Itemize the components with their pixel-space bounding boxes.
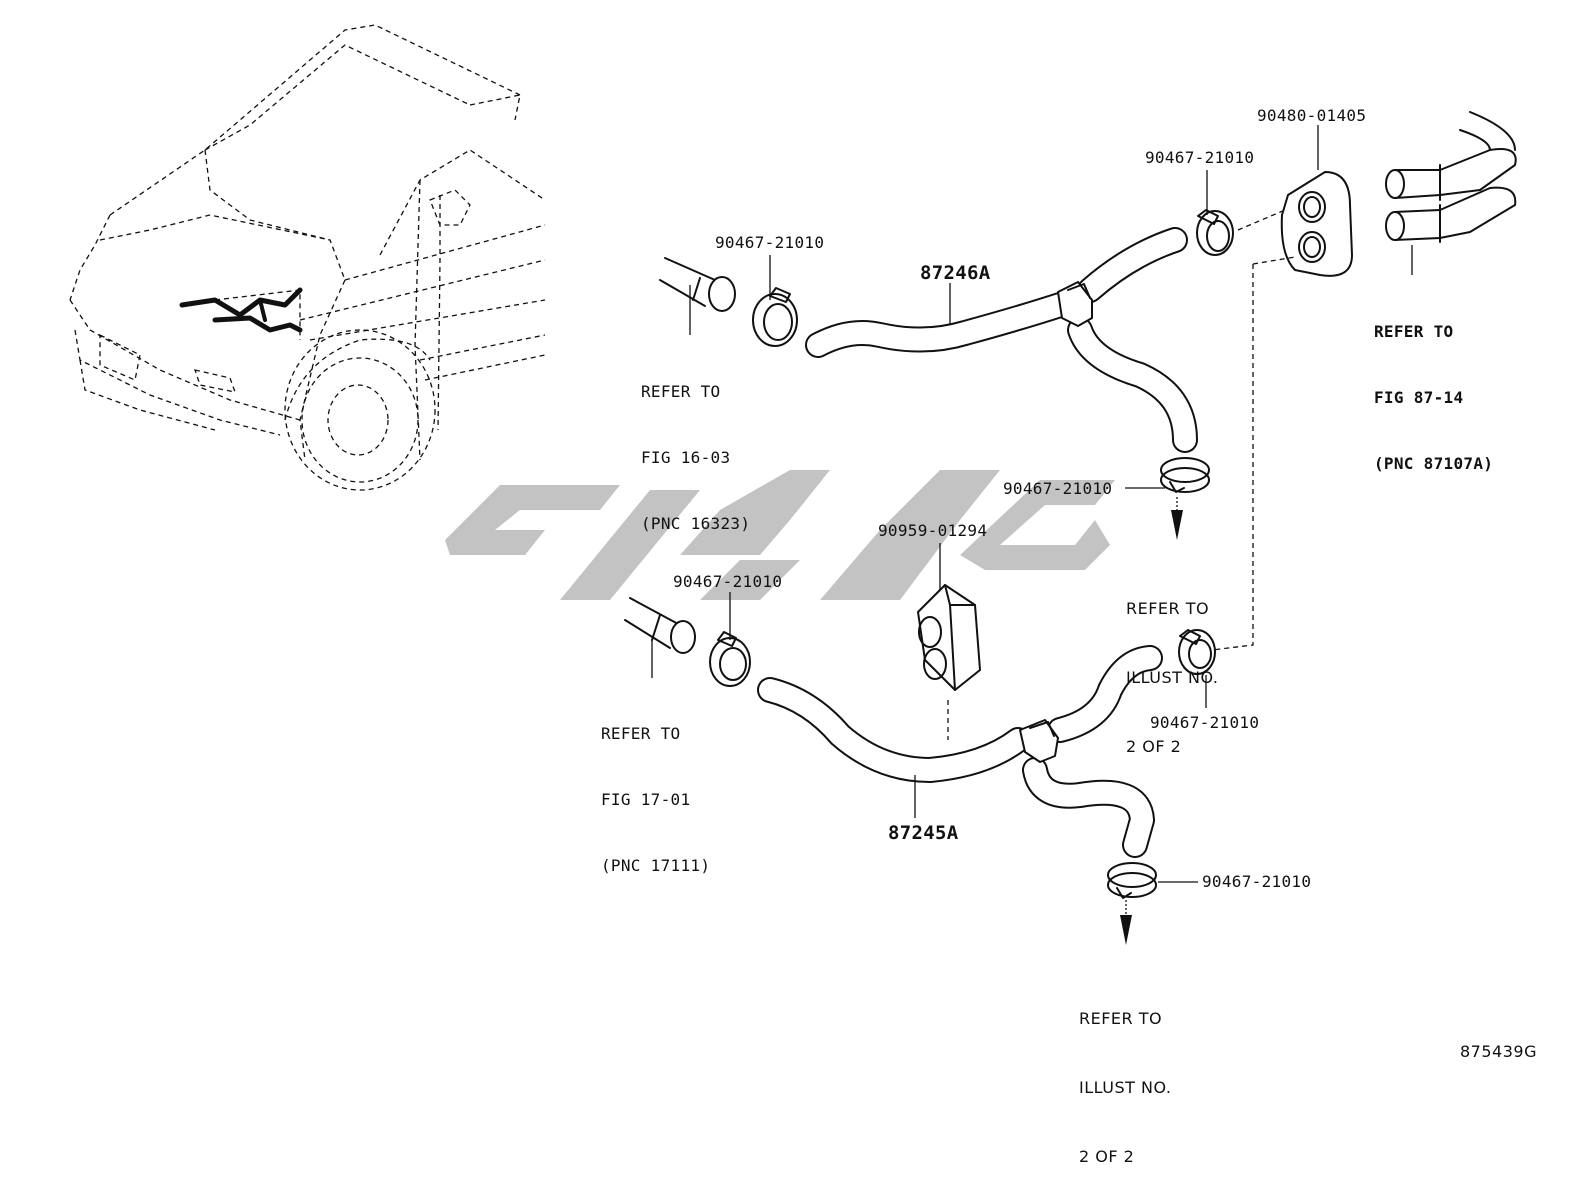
pipe-stub-upper bbox=[659, 257, 736, 312]
reference-line: REFER TO bbox=[1126, 599, 1210, 618]
part-label-hose-upper[interactable]: 87246A bbox=[920, 262, 991, 284]
reference-line: ILLUST NO. bbox=[1126, 668, 1219, 687]
reference-line: 2 OF 2 bbox=[1126, 737, 1182, 756]
reference-fig-16-03[interactable]: REFER TO FIG 16-03 (PNC 16323) bbox=[641, 337, 750, 557]
part-label-clamp[interactable]: 90467-21010 bbox=[1003, 479, 1113, 498]
part-label-clamp[interactable]: 90467-21010 bbox=[673, 572, 783, 591]
reference-line: ILLUST NO. bbox=[1079, 1078, 1172, 1097]
hose-87246A bbox=[805, 227, 1198, 453]
guide-line bbox=[1237, 209, 1286, 231]
part-label-grommet[interactable]: 90480-01405 bbox=[1257, 106, 1367, 125]
clamp-upper-bottom bbox=[1160, 457, 1210, 493]
leader-lines-lower bbox=[651, 592, 1207, 883]
guide-line bbox=[1252, 256, 1296, 265]
reference-line: (PNC 17111) bbox=[601, 856, 711, 875]
reference-fig-17-01[interactable]: REFER TO FIG 17-01 (PNC 17111) bbox=[601, 679, 710, 899]
vehicle-illustration bbox=[69, 24, 546, 491]
reference-illust-upper[interactable]: REFER TO ILLUST NO. 2 OF 2 bbox=[1126, 551, 1218, 781]
hose-diagram-drawing bbox=[69, 24, 1517, 945]
hose-87245A bbox=[757, 645, 1163, 858]
reference-line: FIG 17-01 bbox=[601, 790, 691, 809]
reference-line: REFER TO bbox=[1079, 1009, 1163, 1028]
part-label-clamp[interactable]: 90467-21010 bbox=[1202, 872, 1312, 891]
parts-diagram: 90467-21010 87246A 90467-21010 90480-014… bbox=[69, 24, 1537, 1166]
reference-illust-lower[interactable]: REFER TO ILLUST NO. 2 OF 2 bbox=[1079, 961, 1171, 1191]
grommet-90480-01405 bbox=[1280, 171, 1353, 277]
reference-line: (PNC 16323) bbox=[641, 514, 751, 533]
pipe-stub-lower bbox=[624, 597, 696, 654]
reference-line: REFER TO bbox=[641, 382, 721, 401]
guide-line bbox=[1211, 264, 1254, 651]
clamp-lower-left bbox=[709, 631, 751, 687]
diagram-id: 875439G bbox=[1460, 1042, 1537, 1061]
part-label-clamp[interactable]: 90467-21010 bbox=[1145, 148, 1255, 167]
part-label-clamp-holder[interactable]: 90959-01294 bbox=[878, 521, 988, 540]
reference-line: REFER TO bbox=[1374, 322, 1454, 341]
part-label-clamp[interactable]: 90467-21010 bbox=[1150, 713, 1260, 732]
clamp-lower-right bbox=[1178, 629, 1216, 675]
leader-lines-upper bbox=[689, 125, 1413, 489]
reference-line: REFER TO bbox=[601, 724, 681, 743]
arrow-down-icon bbox=[1120, 900, 1132, 945]
reference-line: FIG 87-14 bbox=[1374, 388, 1464, 407]
clamp-upper-left bbox=[752, 287, 798, 347]
reference-line: (PNC 87107A) bbox=[1374, 454, 1494, 473]
watermark-logo bbox=[445, 470, 1115, 600]
part-label-hose-lower[interactable]: 87245A bbox=[888, 822, 959, 844]
clamp-lower-bottom bbox=[1107, 862, 1157, 899]
clamp-upper-right bbox=[1196, 209, 1234, 256]
reference-line: FIG 16-03 bbox=[641, 448, 731, 467]
heater-pipes bbox=[1385, 111, 1517, 243]
reference-fig-87-14[interactable]: REFER TO FIG 87-14 (PNC 87107A) bbox=[1374, 277, 1493, 497]
clamp-holder-90959-01294 bbox=[917, 543, 981, 740]
reference-line: 2 OF 2 bbox=[1079, 1147, 1135, 1166]
part-label-clamp[interactable]: 90467-21010 bbox=[715, 233, 825, 252]
arrow-down-icon bbox=[1171, 497, 1183, 540]
